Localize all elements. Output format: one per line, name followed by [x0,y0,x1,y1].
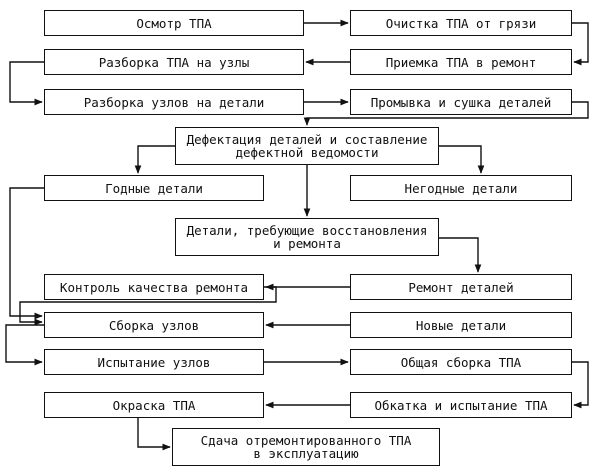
node-obshchaya-sborka: Общая сборка ТПА [350,349,572,375]
node-ochistka: Очистка ТПА от грязи [350,10,572,36]
node-remont: Ремонт деталей [350,274,572,300]
arrow-trebuyushchie-to-remont [439,237,482,273]
node-osmotr: Осмотр ТПА [44,10,304,36]
node-novye: Новые детали [350,312,572,338]
node-ispytanie-uzlov: Испытание узлов [44,349,264,375]
node-priemka: Приемка ТПА в ремонт [350,49,572,75]
arrow-ochistka-to-priemka [572,22,589,66]
node-promyvka: Промывка и сушка деталей [350,89,572,115]
node-sdacha: Сдача отремонтированного ТПА в эксплуата… [172,428,440,466]
arrow-kontrol-to-sborka-uzlov [19,286,277,326]
node-sborka-uzlov: Сборка узлов [44,312,264,338]
arrow-razborka-tpa-to-razborka-uzlov [9,61,44,106]
node-obkatka: Обкатка и испытание ТПА [350,392,572,418]
node-negodnye: Негодные детали [350,175,572,201]
arrow-sborka-uzlov-to-ispytanie [5,324,44,366]
node-godnye: Годные детали [44,175,264,201]
node-kontrol: Контроль качества ремонта [44,274,264,300]
arrow-promyvka-to-defektatsiya [303,101,589,126]
node-razborka-uzlov: Разборка узлов на детали [44,89,304,115]
arrow-okraska-to-sdacha [137,418,171,451]
arrow-defektatsiya-to-godnye [134,145,175,174]
node-okraska: Окраска ТПА [44,392,264,418]
arrow-godnye-to-sborka-uzlov [9,187,44,320]
arrow-obshchaya-sborka-to-obkatka [572,361,589,409]
node-trebuyushchie: Детали, требующие восстановления и ремон… [175,218,439,256]
node-razborka-tpa: Разборка ТПА на узлы [44,49,304,75]
node-defektatsiya: Дефектация деталей и составление дефектн… [175,127,439,165]
arrow-defektatsiya-to-negodnye [439,145,485,174]
